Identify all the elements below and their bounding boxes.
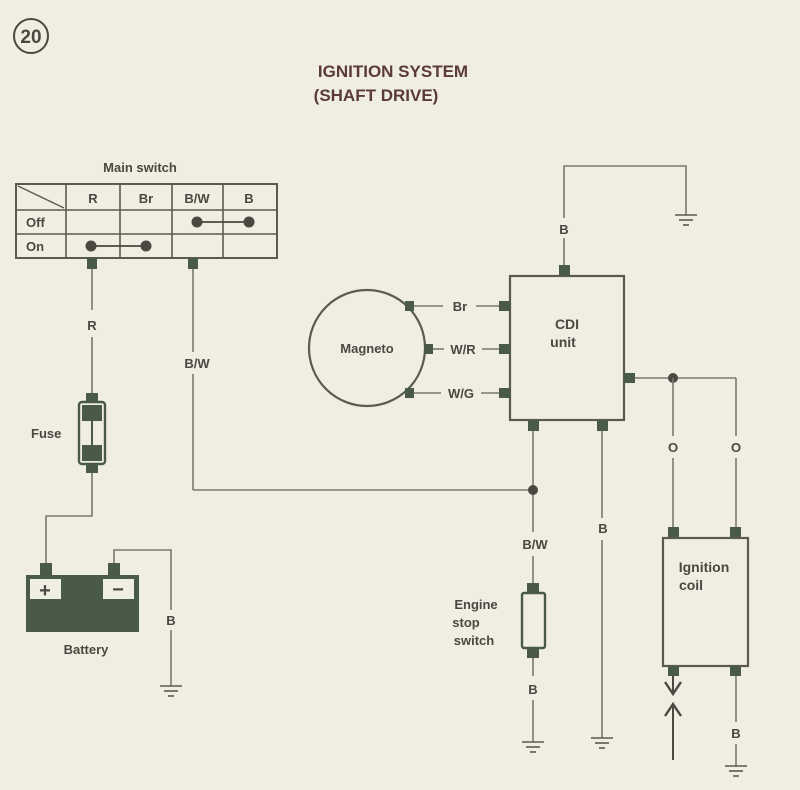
- cdi-terminal-wg: [499, 388, 510, 398]
- engine-stop-label-line3: switch: [454, 633, 495, 648]
- switch-col-b: B: [244, 191, 253, 206]
- wire-b-top: [563, 165, 687, 265]
- wire-bw-left: [192, 269, 533, 491]
- battery-label: Battery: [64, 642, 110, 657]
- cdi-unit-box: [508, 274, 626, 422]
- ignition-coil-label-line2: coil: [679, 577, 703, 593]
- wire-label-wg: W/G: [448, 386, 474, 401]
- switch-on-connection: [85, 240, 152, 252]
- cdi-terminal-top: [559, 265, 570, 276]
- switch-off-connection: [191, 216, 255, 228]
- diagram-title-line2: (SHAFT DRIVE): [314, 86, 439, 105]
- wire-label-bw-stop: B/W: [522, 537, 548, 552]
- cdi-terminal-out: [624, 373, 635, 383]
- switch-col-r: R: [88, 191, 98, 206]
- ground-stop: [522, 741, 544, 753]
- battery-plus: +: [39, 580, 51, 602]
- ignition-coil-label-line1: Ignition: [679, 559, 730, 575]
- wire-label-b-top: B: [559, 222, 568, 237]
- coil-terminal-right: [730, 527, 741, 538]
- wire-bw-stop: [528, 431, 538, 583]
- ground-cdi: [591, 737, 613, 749]
- fuse-symbol: [77, 393, 107, 473]
- coil-terminal-hv: [668, 666, 679, 676]
- spark-plug-gap: [664, 676, 682, 760]
- figure-number: 20: [20, 27, 41, 48]
- magneto-label: Magneto: [340, 341, 394, 356]
- wire-cdi-coil: [635, 373, 737, 527]
- diagram-title-line1: IGNITION SYSTEM: [318, 62, 468, 81]
- wire-fuse-battery: [45, 473, 93, 563]
- ground-battery: [160, 685, 182, 697]
- cdi-terminal-wr: [499, 344, 510, 354]
- battery-symbol: [26, 563, 139, 632]
- switch-col-bw: B/W: [184, 191, 210, 206]
- wire-label-wr: W/R: [450, 342, 476, 357]
- wire-label-b-battery: B: [166, 613, 175, 628]
- main-switch-label: Main switch: [103, 160, 177, 175]
- wire-label-br: Br: [453, 299, 467, 314]
- wire-label-o-left: O: [668, 440, 678, 455]
- figure-number-circle: [13, 18, 49, 54]
- engine-stop-switch-symbol: [520, 583, 547, 658]
- switch-row-on: On: [26, 239, 44, 254]
- engine-stop-label-line1: Engine: [454, 597, 497, 612]
- cdi-label-line2: unit: [550, 334, 576, 350]
- magneto-terminal-wg: [405, 388, 414, 398]
- engine-stop-label-line2: stop: [452, 615, 480, 630]
- switch-col-br: Br: [139, 191, 153, 206]
- fuse-label: Fuse: [31, 426, 61, 441]
- coil-terminal-left: [668, 527, 679, 538]
- switch-row-off: Off: [26, 215, 45, 230]
- coil-terminal-b: [730, 666, 741, 676]
- wire-label-b-coil: B: [731, 726, 740, 741]
- wire-label-b-stop: B: [528, 682, 537, 697]
- cdi-label-line1: CDI: [555, 316, 579, 332]
- ignition-coil-box: [661, 536, 750, 668]
- magneto-terminal-wr: [424, 344, 433, 354]
- wire-label-o-right: O: [731, 440, 741, 455]
- cdi-terminal-br: [499, 301, 510, 311]
- wire-label-bw-left: B/W: [184, 356, 210, 371]
- wire-label-b-cdi: B: [598, 521, 607, 536]
- battery-minus: −: [112, 579, 124, 601]
- wire-label-r: R: [87, 318, 97, 333]
- ground-top: [675, 214, 697, 226]
- ground-coil: [725, 765, 747, 777]
- wire-b-battery: [113, 549, 172, 686]
- magneto-terminal-br: [405, 301, 414, 311]
- switch-terminal-bw: [188, 258, 198, 269]
- cdi-terminal-bw: [528, 420, 539, 431]
- switch-terminal-r: [87, 258, 97, 269]
- cdi-terminal-b: [597, 420, 608, 431]
